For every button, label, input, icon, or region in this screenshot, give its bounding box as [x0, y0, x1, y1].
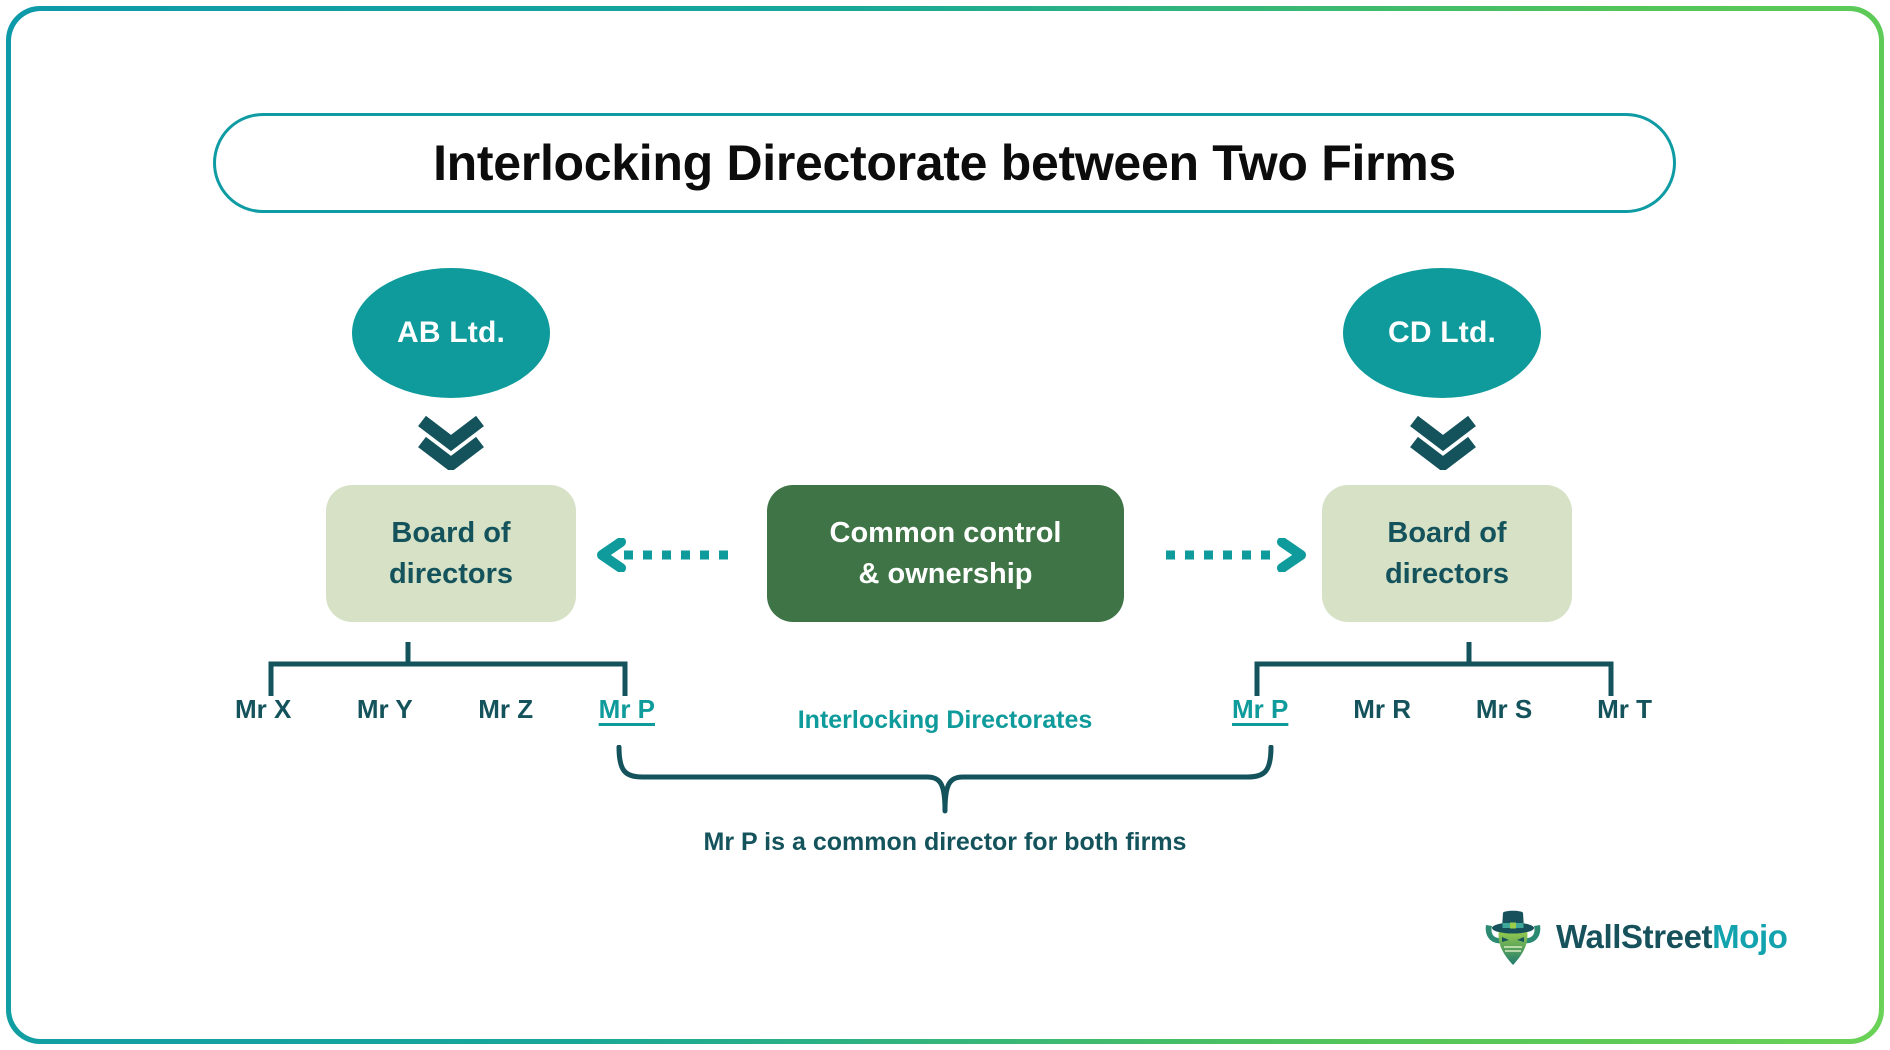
board-label-left-line2: directors	[388, 557, 514, 590]
director-list-right: Mr P Mr R Mr S Mr T	[1232, 688, 1652, 730]
common-control-line1: Common control	[829, 517, 1062, 550]
director-list-left: Mr X Mr Y Mr Z Mr P	[235, 688, 655, 730]
firm-label-cd-ltd: CD Ltd.	[1387, 316, 1497, 349]
board-label-right: Board of directors	[1385, 513, 1509, 593]
wallstreetmojo-logo: WallStreetMojo	[1482, 905, 1802, 969]
diagram-caption: Mr P is a common director for both firms	[703, 828, 1187, 856]
firm-node-ab-ltd: AB Ltd.	[352, 268, 550, 398]
director-name-mr-s: Mr S	[1475, 693, 1533, 724]
director-name-mr-r: Mr R	[1353, 693, 1411, 724]
page-title: Interlocking Directorate between Two Fir…	[433, 135, 1456, 191]
double-chevron-down-icon-left	[416, 415, 486, 473]
interlocking-directorates-label: Interlocking Directorates	[797, 706, 1093, 734]
page-title-box: Interlocking Directorate between Two Fir…	[213, 113, 1676, 213]
logo-text-mojo: Mojo	[1712, 918, 1788, 955]
board-label-left-line1: Board of	[391, 517, 511, 550]
board-of-directors-box-left: Board of directors	[326, 485, 576, 622]
common-control-ownership-box: Common control & ownership	[767, 485, 1124, 622]
board-label-right-line2: directors	[1384, 557, 1510, 590]
bull-with-top-hat-icon	[1482, 907, 1544, 967]
firm-node-cd-ltd: CD Ltd.	[1343, 268, 1541, 398]
firm-label-ab-ltd: AB Ltd.	[396, 316, 506, 349]
logo-text-wallstreet: WallStreet	[1556, 918, 1713, 955]
common-control-line2: & ownership	[858, 557, 1033, 590]
director-name-mr-t: Mr T	[1597, 693, 1652, 724]
dotted-arrow-left-icon	[596, 537, 739, 573]
director-name-mr-z: Mr Z	[478, 693, 534, 724]
director-bracket-left	[268, 640, 628, 698]
wallstreetmojo-wordmark: WallStreetMojo	[1556, 918, 1788, 956]
director-name-mr-x: Mr X	[235, 693, 292, 724]
curly-brace-down-icon	[615, 744, 1275, 815]
double-chevron-down-icon-right	[1408, 415, 1478, 473]
director-name-mr-p-right: Mr P	[1232, 693, 1289, 724]
board-label-left: Board of directors	[389, 513, 513, 593]
common-control-label: Common control & ownership	[830, 513, 1062, 593]
director-name-mr-y: Mr Y	[356, 693, 413, 724]
director-name-mr-p-left: Mr P	[598, 693, 655, 724]
board-of-directors-box-right: Board of directors	[1322, 485, 1572, 622]
director-bracket-right	[1254, 640, 1614, 698]
dotted-arrow-right-icon	[1164, 537, 1307, 573]
board-label-right-line1: Board of	[1387, 517, 1507, 550]
